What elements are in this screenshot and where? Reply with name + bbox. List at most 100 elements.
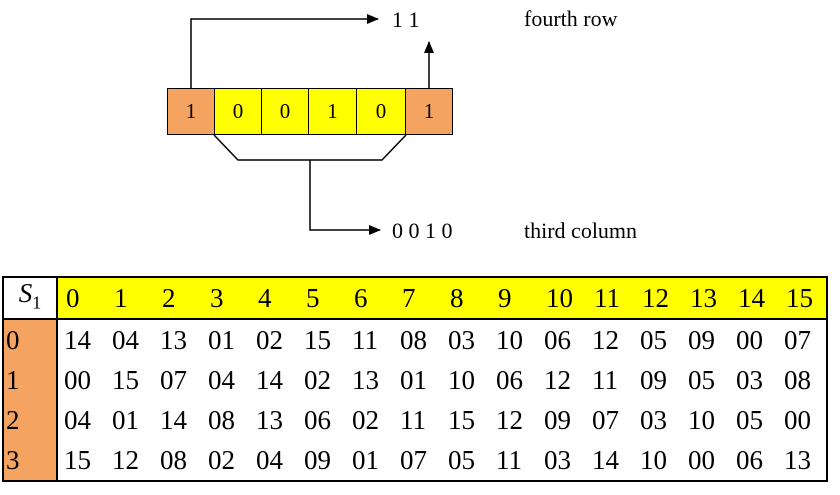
table-cell: 00 (64, 365, 91, 395)
table-cell: 02 (202, 440, 250, 482)
table-cell: 14 (256, 365, 283, 395)
column-header: 13 (682, 276, 730, 320)
table-cell: 10 (688, 405, 715, 435)
table-cell: 14 (64, 325, 91, 355)
table-cell: 01 (400, 365, 427, 395)
bit-value: 1 (185, 99, 197, 123)
column-header: 2 (154, 276, 202, 320)
table-cell: 02 (304, 365, 331, 395)
table-cell: 11 (352, 325, 378, 355)
column-header: 10 (538, 276, 586, 320)
table-cell: 02 (352, 405, 379, 435)
table-cell: 08 (778, 360, 828, 400)
row-arrow-left (190, 14, 379, 88)
row-header: 2 (2, 400, 58, 440)
table-cell: 14 (160, 405, 187, 435)
table-cell: 03 (448, 325, 475, 355)
table-cell: 00 (736, 325, 763, 355)
bit-value: 0 (279, 99, 291, 123)
bit-value: 0 (375, 99, 387, 123)
bit-inner-3: 1 (308, 88, 357, 135)
row-caption: fourth row (524, 6, 618, 31)
s-box-subscript: 1 (32, 292, 42, 313)
s-box-table: S1 0 1 2 3 4 5 6 7 8 9 10 11 12 13 14 15… (2, 276, 828, 482)
table-cell: 15 (304, 325, 331, 355)
table-cell: 13 (160, 325, 187, 355)
column-header: 14 (730, 276, 778, 320)
table-cell: 09 (298, 440, 346, 482)
row-header: 0 (2, 319, 58, 360)
column-header: 11 (586, 276, 634, 320)
bit-inner-4: 0 (356, 88, 406, 135)
table-cell: 04 (64, 405, 91, 435)
table-cell: 03 (538, 440, 586, 482)
table-cell: 05 (442, 440, 490, 482)
diagram-connectors (190, 14, 434, 235)
column-caption: third column (524, 218, 638, 243)
table-cell: 04 (208, 365, 235, 395)
column-bits-label: 0 0 1 0 (392, 218, 453, 243)
column-arrow (309, 160, 381, 235)
s-box-name: S1 (2, 276, 58, 320)
column-header: 12 (634, 276, 682, 320)
table-cell: 00 (778, 400, 828, 440)
row-header: 3 (2, 440, 58, 482)
column-header: 9 (490, 276, 538, 320)
column-header-row: S1 0 1 2 3 4 5 6 7 8 9 10 11 12 13 14 15 (2, 276, 828, 320)
table-cell: 03 (736, 365, 763, 395)
table-cell: 08 (208, 405, 235, 435)
table-cell: 15 (57, 440, 106, 482)
table-cell: 14 (586, 440, 634, 482)
column-header: 7 (394, 276, 442, 320)
table-cell: 00 (682, 440, 730, 482)
column-header: 3 (202, 276, 250, 320)
table-cell: 11 (490, 440, 538, 482)
table-cell: 06 (496, 365, 523, 395)
table-cell: 06 (730, 440, 778, 482)
column-header: 6 (346, 276, 394, 320)
table-cell: 13 (778, 440, 828, 482)
row-header: 1 (2, 360, 58, 400)
table-cell: 10 (634, 440, 682, 482)
table-cell: 09 (688, 325, 715, 355)
table-cell: 12 (106, 440, 154, 482)
table-cell: 10 (448, 365, 475, 395)
table-cell: 07 (778, 319, 828, 360)
column-header: 8 (442, 276, 490, 320)
table-cell: 07 (592, 405, 619, 435)
table-cell: 05 (736, 405, 763, 435)
bit-outer-right: 1 (405, 88, 453, 135)
bit-inner-2: 0 (261, 88, 309, 135)
row-bits-label: 1 1 (392, 7, 420, 32)
bit-value: 1 (327, 99, 338, 123)
table-cell: 13 (352, 365, 379, 395)
bit-split-diagram: 1 0 0 1 0 1 1 1 fourth row 0 0 1 0 third… (167, 6, 638, 243)
bit-outer-left: 1 (167, 88, 215, 135)
table-cell: 02 (256, 325, 283, 355)
table-cell: 07 (160, 365, 187, 395)
bit-inner-1: 0 (214, 88, 262, 135)
table-cell: 05 (688, 365, 715, 395)
table-cell: 01 (112, 405, 139, 435)
table-cell: 04 (112, 325, 139, 355)
table-cell: 12 (496, 405, 523, 435)
column-header: 15 (778, 276, 828, 320)
s-box-letter: S (18, 278, 33, 309)
table-cell: 01 (208, 325, 235, 355)
table-cell: 01 (346, 440, 394, 482)
table-cell: 08 (400, 325, 427, 355)
column-header: 1 (106, 276, 154, 320)
table-cell: 08 (154, 440, 202, 482)
column-header: 0 (57, 276, 106, 320)
bit-value: 1 (423, 99, 435, 123)
table-cell: 11 (400, 405, 426, 435)
table-cell: 05 (640, 325, 667, 355)
table-cell: 11 (592, 365, 618, 395)
bit-value: 0 (232, 99, 244, 123)
table-cell: 13 (256, 405, 283, 435)
table-cell: 15 (448, 405, 475, 435)
